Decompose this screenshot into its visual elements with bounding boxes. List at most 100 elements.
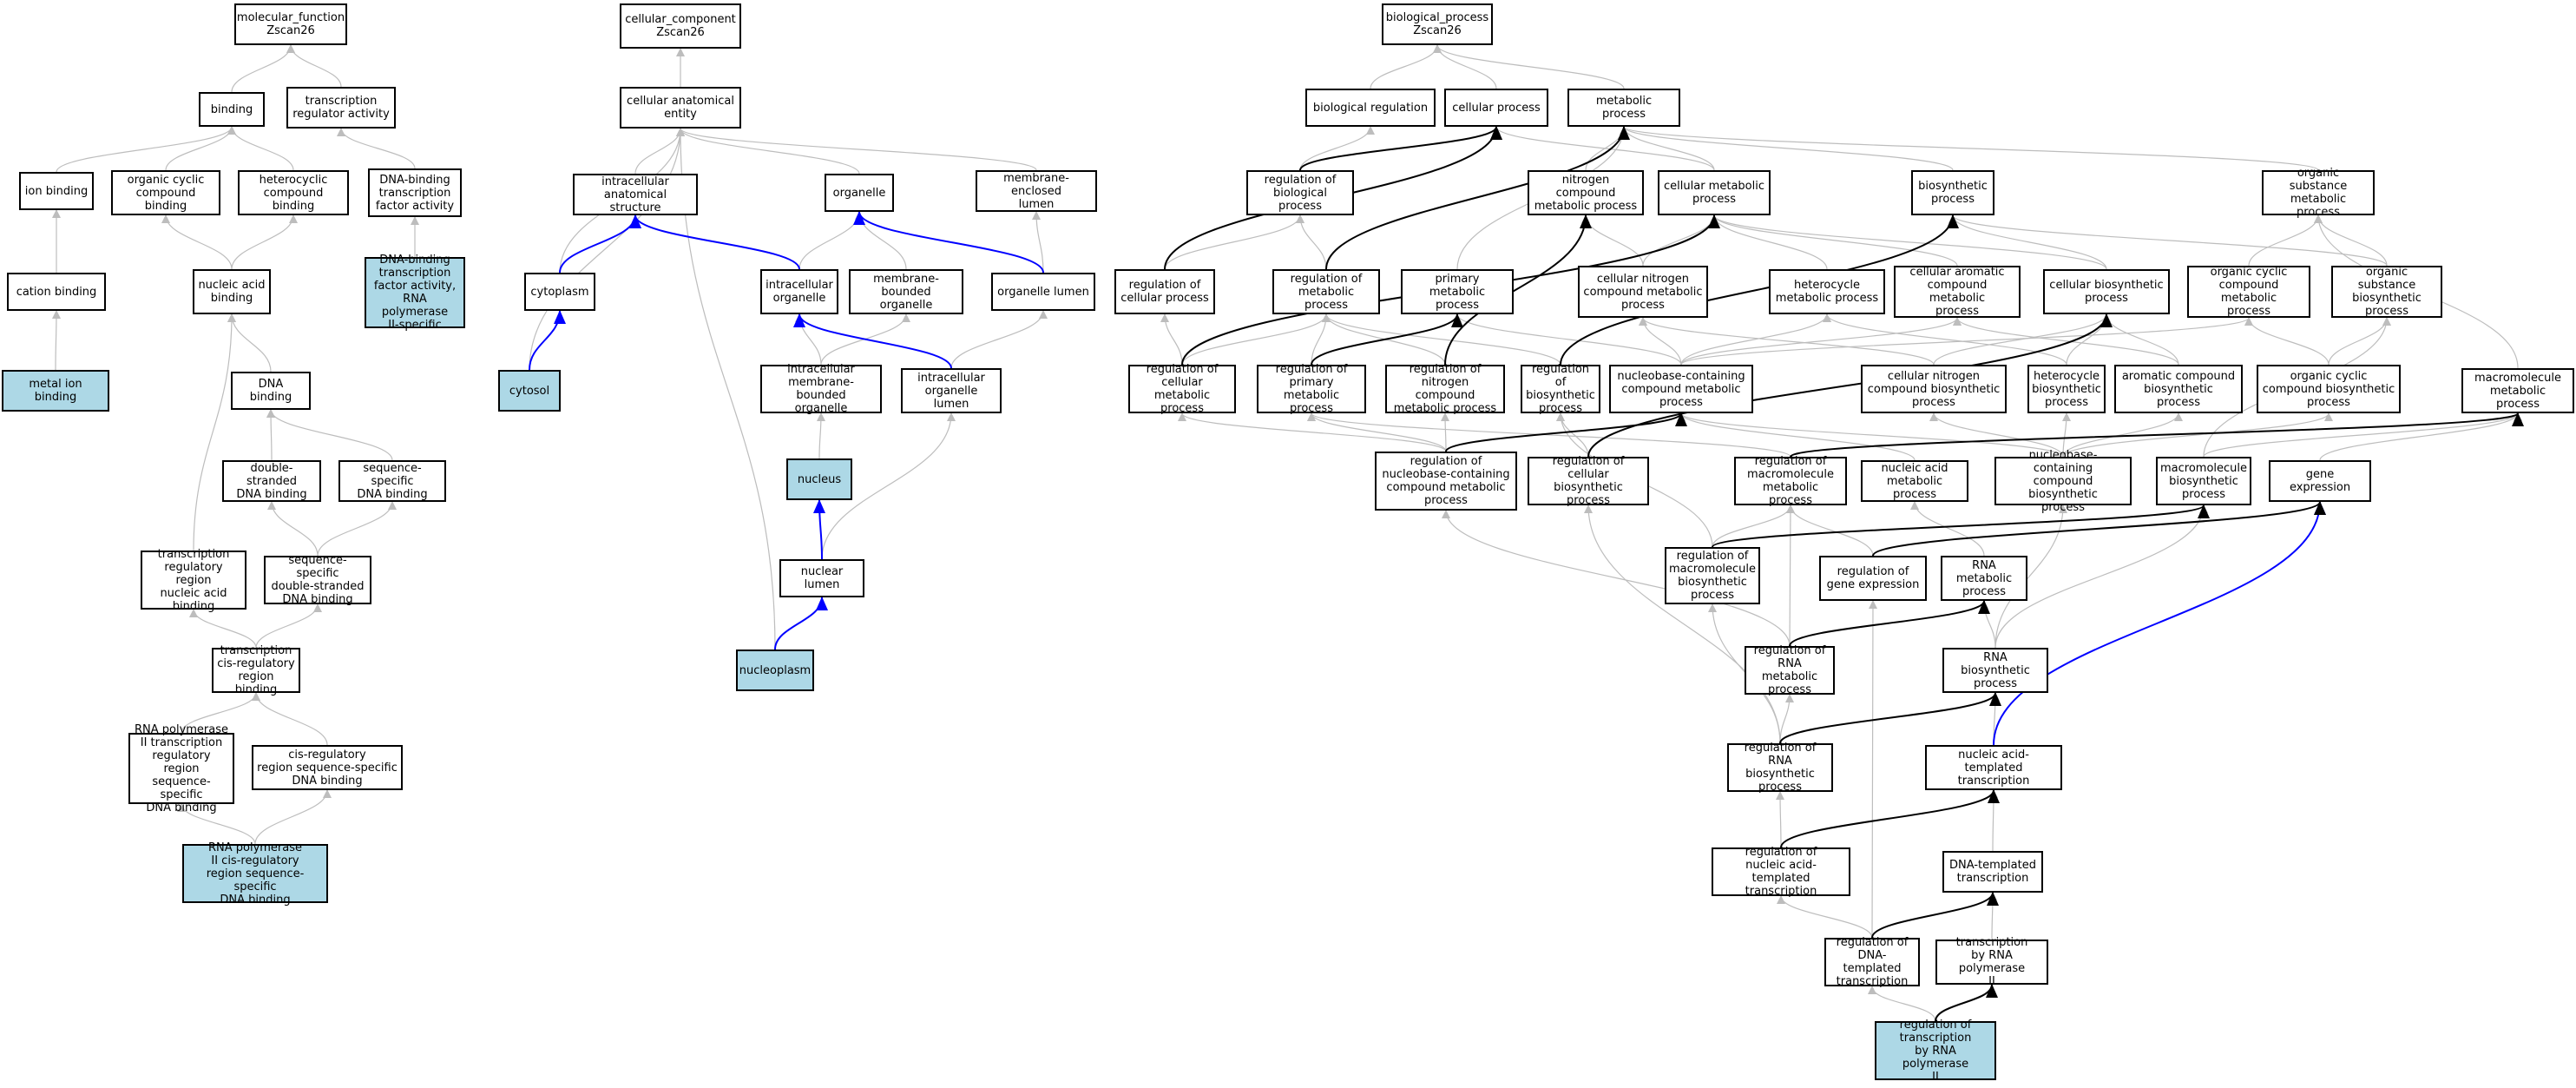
- node-metabolic-process[interactable]: metabolic process: [1567, 89, 1680, 127]
- node-aromatic-compound-biosynthetic-process[interactable]: aromatic compound biosynthetic process: [2114, 365, 2243, 413]
- node-regulation-of-dna-templated-transcription[interactable]: regulation of DNA-templated transcriptio…: [1824, 936, 1920, 988]
- edge-is-a-ssdsdb-to-ssdb: [317, 501, 397, 557]
- node-rnap2-cis-regulatory-region-binding[interactable]: RNA polymerase II cis-regulatory region …: [182, 841, 328, 907]
- node-binding[interactable]: binding: [199, 92, 265, 127]
- node-regulation-of-primary-metabolic-process[interactable]: regulation of primary metabolic process: [1257, 363, 1366, 415]
- node-ion-binding[interactable]: ion binding: [19, 172, 94, 210]
- edge-is-a-organelle-to-cae: [676, 128, 860, 175]
- node-dna-binding-transcription-factor-activity[interactable]: DNA-binding transcription factor activit…: [368, 168, 462, 217]
- node-regulation-of-biological-process[interactable]: regulation of biological process: [1246, 170, 1354, 215]
- node-regulation-of-rna-biosynthetic-process[interactable]: regulation of RNA biosynthetic process: [1727, 742, 1833, 794]
- node-organic-cyclic-compound-biosynthetic-process[interactable]: organic cyclic compound biosynthetic pro…: [2257, 365, 2401, 413]
- node-nucleic-acid-templated-transcription[interactable]: nucleic acid-templated transcription: [1925, 745, 2062, 790]
- node-regulation-of-macromolecule-metabolic-process[interactable]: regulation of macromolecule metabolic pr…: [1734, 455, 1847, 507]
- node-organic-substance-biosynthetic-process[interactable]: organic substance biosynthetic process: [2331, 266, 2442, 318]
- node-cis-regulatory-region-sequence-specific-dna-binding[interactable]: cis-regulatory region sequence-specific …: [252, 745, 403, 790]
- edge-is-a-occbp-to-occmp: [2244, 317, 2330, 366]
- node-nucleobase-containing-compound-metabolic-process[interactable]: nucleobase-containing compound metabolic…: [1609, 365, 1753, 413]
- node-organelle[interactable]: organelle: [825, 174, 894, 212]
- node-heterocyclic-compound-binding[interactable]: heterocyclic compound binding: [238, 170, 349, 215]
- node-macromolecule-biosynthetic-process[interactable]: macromolecule biosynthetic process: [2156, 457, 2251, 505]
- node-intracellular-organelle[interactable]: intracellular organelle: [760, 269, 838, 314]
- node-biosynthetic-process[interactable]: biosynthetic process: [1911, 170, 1994, 215]
- node-primary-metabolic-process[interactable]: primary metabolic process: [1401, 269, 1514, 314]
- node-heterocycle-biosynthetic-process[interactable]: heterocycle biosynthetic process: [2027, 365, 2106, 413]
- edge-regulates-rnbcmp-to-nbcmp: [1445, 412, 1687, 452]
- edge-regulates-rcbp-to-cbp: [1587, 313, 2113, 458]
- node-cytoplasm[interactable]: cytoplasm: [524, 273, 595, 311]
- node-rna-biosynthetic-process[interactable]: RNA biosynthetic process: [1942, 648, 2048, 693]
- node-regulation-of-biosynthetic-process[interactable]: regulation of biosynthetic process: [1521, 363, 1600, 415]
- edge-part-of-nucleoplasm-to-nl: [774, 597, 828, 650]
- node-transcription-regulator-activity[interactable]: transcription regulator activity: [286, 87, 396, 129]
- node-regulation-of-nucleobase-containing-compound-metabolic-process[interactable]: regulation of nucleobase-containing comp…: [1375, 452, 1517, 511]
- node-nitrogen-compound-metabolic-process[interactable]: nitrogen compound metabolic process: [1528, 170, 1644, 215]
- edge-is-a-cncmp-to-cmp: [1642, 214, 1718, 267]
- node-regulation-of-macromolecule-biosynthetic-process[interactable]: regulation of macromolecule biosynthetic…: [1665, 547, 1760, 604]
- node-cellular-metabolic-process[interactable]: cellular metabolic process: [1658, 170, 1771, 215]
- node-nucleic-acid-binding[interactable]: nucleic acid binding: [193, 269, 271, 314]
- node-membrane-enclosed-lumen[interactable]: membrane-enclosed lumen: [976, 170, 1097, 212]
- node-regulation-of-gene-expression[interactable]: regulation of gene expression: [1819, 556, 1927, 601]
- edge-is-a-rbp-to-breg: [1299, 126, 1375, 171]
- node-regulation-of-metabolic-process[interactable]: regulation of metabolic process: [1272, 269, 1380, 314]
- node-regulation-of-rna-metabolic-process[interactable]: regulation of RNA metabolic process: [1745, 644, 1835, 696]
- edge-is-a-rnamp-to-namp: [1910, 501, 1985, 557]
- node-metal-ion-binding[interactable]: metal ion binding: [2, 370, 109, 412]
- node-macromolecule-metabolic-process[interactable]: macromolecule metabolic process: [2461, 368, 2574, 413]
- edge-is-a-rmbp-to-rmmp: [1712, 504, 1795, 548]
- node-transcription-regulatory-region-nucleic-acid-binding[interactable]: transcription regulatory region nucleic …: [141, 548, 246, 613]
- node-rna-metabolic-process[interactable]: RNA metabolic process: [1941, 556, 2027, 601]
- node-rnap2-transcription-regulatory-region-binding[interactable]: RNA polymerase II transcription regulato…: [128, 723, 234, 814]
- node-cellular-process[interactable]: cellular process: [1444, 89, 1548, 127]
- node-organic-cyclic-compound-metabolic-process[interactable]: organic cyclic compound metabolic proces…: [2187, 266, 2310, 318]
- node-cytosol[interactable]: cytosol: [498, 370, 561, 412]
- node-transcription-cis-regulatory-region-binding[interactable]: transcription cis-regulatory region bind…: [212, 644, 300, 696]
- node-intracellular-membrane-bounded-organelle[interactable]: intracellular membrane-bounded organelle: [760, 363, 882, 415]
- node-dna-binding[interactable]: DNA binding: [231, 372, 311, 410]
- node-dna-templated-transcription[interactable]: DNA-templated transcription: [1942, 851, 2043, 893]
- node-biological-process[interactable]: biological_process Zscan26: [1382, 3, 1493, 45]
- node-cation-binding[interactable]: cation binding: [7, 273, 106, 311]
- node-nuclear-lumen[interactable]: nuclear lumen: [779, 559, 864, 597]
- node-nucleic-acid-metabolic-process[interactable]: nucleic acid metabolic process: [1861, 460, 1968, 502]
- node-regulation-of-nucleic-acid-templated-transcription[interactable]: regulation of nucleic acid-templated tra…: [1712, 846, 1850, 898]
- node-dna-binding-tf-activity-rnap2[interactable]: DNA-binding transcription factor activit…: [365, 254, 465, 332]
- node-regulation-of-cellular-process[interactable]: regulation of cellular process: [1114, 269, 1215, 314]
- node-intracellular-organelle-lumen[interactable]: intracellular organelle lumen: [901, 368, 1002, 413]
- node-organelle-lumen[interactable]: organelle lumen: [991, 273, 1095, 311]
- edge-is-a-rnabp-to-mbp: [1994, 504, 2208, 649]
- node-nucleus[interactable]: nucleus: [786, 458, 852, 500]
- node-regulation-of-cellular-metabolic-process[interactable]: regulation of cellular metabolic process: [1128, 363, 1236, 415]
- node-biological-regulation[interactable]: biological regulation: [1305, 89, 1436, 127]
- node-cellular-component[interactable]: cellular_component Zscan26: [620, 3, 741, 49]
- node-organic-substance-metabolic-process[interactable]: organic substance metabolic process: [2262, 167, 2375, 219]
- node-nucleobase-containing-compound-biosynthetic-process[interactable]: nucleobase-containing compound biosynthe…: [1994, 449, 2132, 514]
- node-double-stranded-dna-binding[interactable]: double-stranded DNA binding: [222, 460, 321, 502]
- node-cellular-anatomical-entity[interactable]: cellular anatomical entity: [620, 87, 741, 129]
- edge-is-a-iol-to-ol: [950, 310, 1048, 369]
- node-transcription-by-rna-polymerase-ii[interactable]: transcription by RNA polymerase II: [1935, 936, 2048, 988]
- node-gene-expression[interactable]: gene expression: [2269, 460, 2371, 502]
- node-cellular-aromatic-compound-metabolic-process[interactable]: cellular aromatic compound metabolic pro…: [1894, 266, 2021, 318]
- node-molecular-function[interactable]: molecular_function Zscan26: [234, 3, 347, 45]
- edge-is-a-cbp-to-cmp: [1710, 214, 2107, 270]
- edge-is-a-nab-to-hetb: [231, 214, 298, 270]
- edge-regulates-rrnabp-to-rnabp: [1779, 692, 2001, 744]
- node-regulation-of-nitrogen-compound-metabolic-process[interactable]: regulation of nitrogen compound metaboli…: [1385, 363, 1505, 415]
- edge-is-a-nucleus-to-imbo: [816, 412, 825, 459]
- node-regulation-of-cellular-biosynthetic-process[interactable]: regulation of cellular biosynthetic proc…: [1528, 455, 1649, 507]
- edge-is-a-ionb-to-binding: [56, 126, 236, 173]
- node-intracellular-anatomical-structure[interactable]: intracellular anatomical structure: [573, 174, 698, 215]
- node-membrane-bounded-organelle[interactable]: membrane-bounded organelle: [849, 269, 963, 314]
- node-sequence-specific-dna-binding[interactable]: sequence-specific DNA binding: [338, 460, 446, 502]
- node-cellular-nitrogen-compound-metabolic-process[interactable]: cellular nitrogen compound metabolic pro…: [1578, 266, 1708, 318]
- node-nucleoplasm[interactable]: nucleoplasm: [736, 650, 814, 691]
- edge-is-a-nbcbp-to-nbcmp: [1677, 412, 2064, 458]
- node-organic-cyclic-compound-binding[interactable]: organic cyclic compound binding: [111, 170, 220, 215]
- node-cellular-nitrogen-compound-biosynthetic-process[interactable]: cellular nitrogen compound biosynthetic …: [1861, 365, 2007, 413]
- node-regulation-of-transcription-by-rna-polymerase-ii[interactable]: regulation of transcription by RNA polym…: [1875, 1019, 1996, 1084]
- node-sequence-specific-double-stranded-dna-binding[interactable]: sequence-specific double-stranded DNA bi…: [264, 554, 371, 606]
- node-heterocycle-metabolic-process[interactable]: heterocycle metabolic process: [1769, 269, 1885, 314]
- node-cellular-biosynthetic-process[interactable]: cellular biosynthetic process: [2043, 269, 2170, 314]
